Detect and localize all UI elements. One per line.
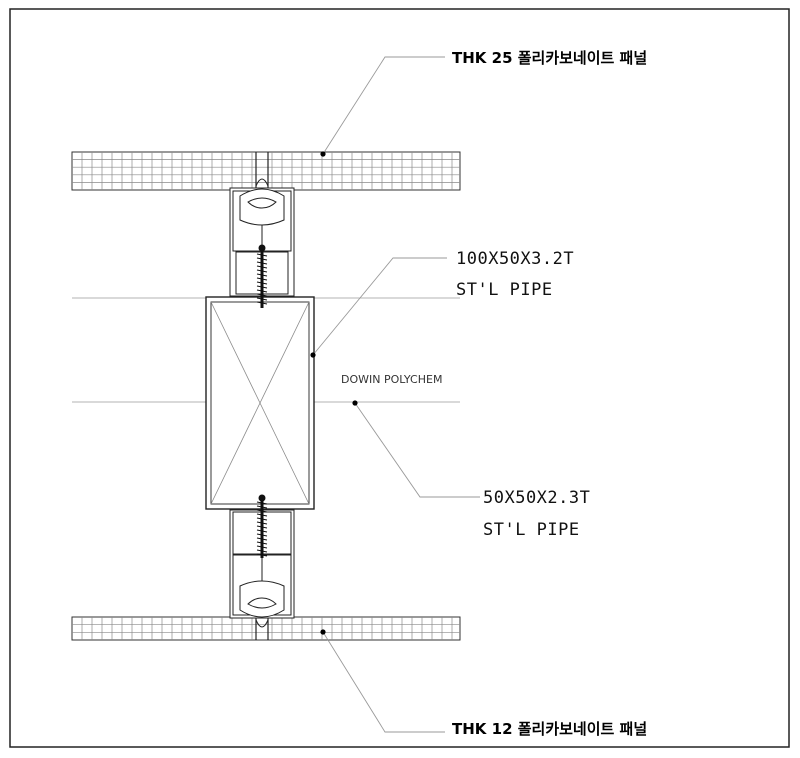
main-steel-pipe: [205, 296, 315, 510]
small-pipe-size-label: 50X50X2.3T: [483, 488, 590, 508]
upper-connector-profile: [229, 178, 295, 297]
lower-screw: [256, 494, 268, 558]
leader-lines: [312, 56, 480, 733]
drawing-frame: [9, 8, 790, 748]
leader-dots: [310, 151, 358, 635]
top-panel-label: THK 25 폴리카보네이트 패널: [452, 49, 647, 67]
bottom-polycarbonate-panel: [71, 616, 461, 641]
main-pipe-size-label: 100X50X3.2T: [456, 249, 574, 269]
bottom-panel-label: THK 12 폴리카보네이트 패널: [452, 720, 647, 738]
upper-screw: [256, 244, 268, 308]
small-pipe-type-label: ST'L PIPE: [483, 520, 580, 540]
top-polycarbonate-panel: [71, 151, 461, 191]
watermark-text: DOWIN POLYCHEM: [341, 373, 442, 386]
main-pipe-type-label: ST'L PIPE: [456, 280, 553, 300]
